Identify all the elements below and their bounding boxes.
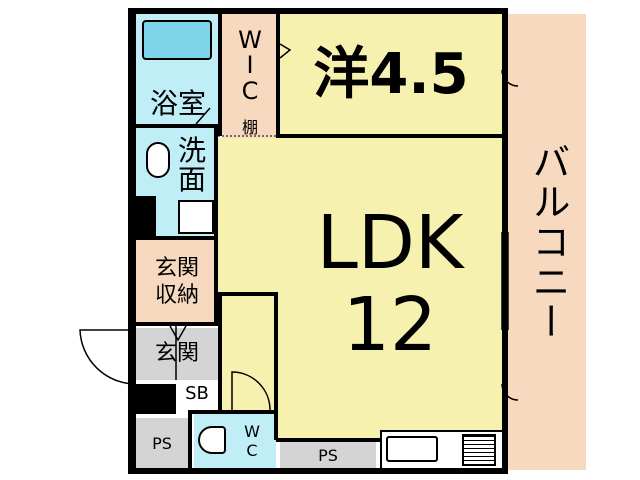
wall-bottom: [128, 468, 508, 474]
room-balcony-label: バルコニー: [525, 142, 570, 342]
room-toilet-w: W: [244, 422, 260, 442]
storage-door-triangle: [169, 325, 187, 342]
wall-western-bottom: [276, 134, 502, 138]
room-ldk-size: 12: [342, 282, 438, 368]
wall-toilet-top: [190, 410, 278, 414]
wall-storage-top: [136, 236, 218, 240]
wall-ldk-left-vert: [274, 292, 278, 440]
room-ps-left: PS: [136, 418, 188, 470]
door-toilet: [231, 371, 271, 411]
room-shelf-label: 棚: [241, 117, 258, 137]
room-entrance-storage: 玄関 収納: [136, 240, 218, 324]
room-western-label: 洋4.5: [313, 41, 469, 107]
kitchen-sink: [386, 436, 438, 462]
wall-left: [128, 8, 136, 474]
window-western: [501, 69, 519, 87]
room-ldk-label: LDK: [316, 200, 464, 287]
wall-storage-bottom: [136, 322, 218, 326]
wall-black-block-lower: [136, 384, 176, 414]
wall-right: [502, 8, 508, 474]
wall-top: [128, 8, 508, 14]
door-wic: [279, 43, 292, 59]
room-ldk-lower-fill: [278, 296, 502, 440]
room-entrance-storage-line2: 収納: [154, 283, 199, 308]
toilet-fixture: [198, 426, 226, 454]
wall-wash-right: [214, 128, 218, 324]
room-balcony: バルコニー: [508, 14, 586, 470]
kitchen-stove: [462, 434, 496, 466]
room-ps-bottom-label: PS: [318, 445, 338, 465]
room-western: 洋4.5: [280, 14, 502, 136]
washbasin: [146, 142, 170, 178]
room-toilet-c: C: [246, 441, 258, 460]
room-shelf: 棚: [222, 118, 278, 138]
room-entrance: 玄関: [136, 328, 218, 380]
door-entrance: [79, 329, 137, 385]
room-washroom-label: 洗面: [177, 134, 206, 197]
wall-bath-bottom: [136, 124, 220, 128]
bathtub: [142, 20, 212, 60]
room-toilet-labels: W C: [232, 418, 272, 466]
wall-wic-left: [218, 14, 222, 136]
wall-black-block-upper: [136, 196, 156, 236]
room-shoe-box: SB: [176, 382, 218, 406]
room-wic-label: W I C: [238, 26, 262, 105]
window-ldk: [501, 383, 519, 401]
wall-corridor-left: [218, 292, 222, 412]
wall-wic-right: [276, 14, 280, 138]
room-wic: W I C: [222, 14, 278, 118]
washing-machine-pan: [178, 200, 214, 234]
room-bath-label: 浴室: [149, 86, 206, 120]
room-entrance-label: 玄関: [154, 341, 199, 367]
room-ps-bottom: PS: [280, 442, 376, 470]
room-entrance-storage-line1: 玄関: [154, 255, 199, 281]
room-ps-left-label: PS: [152, 433, 172, 453]
room-shoe-box-label: SB: [185, 382, 209, 404]
bath-door-line: [195, 107, 211, 125]
room-ldk-labels: LDK 12: [290, 200, 490, 370]
wall-ps-bottom-top: [276, 438, 380, 442]
wall-ldk-left: [218, 292, 278, 296]
wall-toilet-left: [188, 410, 192, 470]
